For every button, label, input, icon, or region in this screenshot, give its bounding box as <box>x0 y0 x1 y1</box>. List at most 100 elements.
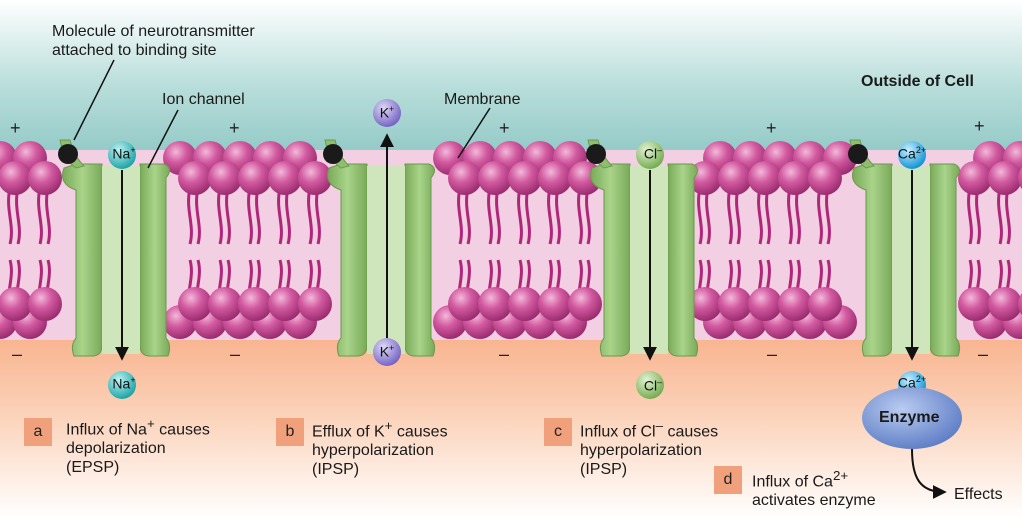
panel-b-badge: b <box>276 418 304 446</box>
lipid-head <box>508 287 542 321</box>
cl-ion-outside <box>636 141 664 169</box>
channel-subunit-left <box>327 163 368 357</box>
lipid-head <box>748 287 782 321</box>
panel-c-line2: hyperpolarization <box>580 442 702 460</box>
lipid-head <box>448 161 482 195</box>
neurotransmitter-molecule <box>586 144 606 164</box>
k-ion-inside-label: K+ <box>379 343 395 360</box>
ion-channel-label: Ion channel <box>162 91 245 108</box>
molecule-label-line1: Molecule of neurotransmitter <box>52 23 255 40</box>
outside-of-cell-label: Outside of Cell <box>861 73 974 90</box>
plus-sign: + <box>974 116 985 136</box>
minus-sign: – <box>978 344 989 364</box>
neurotransmitter-molecule <box>58 144 78 164</box>
cl-ion-inside <box>636 371 664 399</box>
effects-label: Effects <box>954 486 1003 503</box>
ca-ion-inside-label: Ca2+ <box>897 374 927 391</box>
ca-ion-outside-label: Ca2+ <box>897 145 927 162</box>
ca-ion-outside <box>898 141 926 169</box>
lipid-head <box>0 287 32 321</box>
minus-sign: – <box>767 344 778 364</box>
lipid-head <box>28 161 62 195</box>
panel-a-line3: (EPSP) <box>66 459 120 477</box>
minus-sign: – <box>230 344 241 364</box>
panel-b-line1: Efflux of K+ causes <box>312 418 448 441</box>
channel-subunit-right <box>139 163 171 357</box>
lipid-head <box>178 161 212 195</box>
lipid-head <box>808 287 842 321</box>
channel-subunit-right <box>929 163 961 357</box>
enzyme <box>862 387 962 449</box>
panel-a-caption: Influx of Na+ causes depolarization (EPS… <box>66 414 210 477</box>
na-ion-inside-label: Na+ <box>112 375 136 392</box>
ion-channel-cl <box>586 139 699 399</box>
minus-sign: – <box>499 344 510 364</box>
leader-lines <box>73 59 491 169</box>
na-ion-inside <box>108 371 136 399</box>
ion-channels <box>58 99 961 399</box>
panel-a-badge: a <box>24 418 52 446</box>
membrane-label: Membrane <box>444 91 521 108</box>
panel-c-badge: c <box>544 418 572 446</box>
panel-b-line3: (IPSP) <box>312 461 360 479</box>
enzyme-label: Enzyme <box>879 409 940 426</box>
lipid-head <box>208 287 242 321</box>
lipid-head <box>508 161 542 195</box>
lipid-head <box>958 287 992 321</box>
lipid-head <box>1018 167 1022 189</box>
lipid-head <box>778 287 812 321</box>
lipid-head <box>268 161 302 195</box>
plus-sign: + <box>499 118 510 138</box>
neurotransmitter-molecule <box>323 144 343 164</box>
plus-sign: + <box>766 118 777 138</box>
lipid-head <box>28 287 62 321</box>
lipid-head <box>268 287 302 321</box>
lipid-head <box>238 161 272 195</box>
panel-d-line2: activates enzyme <box>752 492 876 510</box>
na-ion-outside-label: Na+ <box>112 145 136 162</box>
neurotransmitter-molecule <box>848 144 868 164</box>
channel-subunit-left <box>852 163 893 357</box>
panel-b-caption: Efflux of K+ causes hyperpolarization (I… <box>312 416 448 479</box>
cl-ion-inside-label: Cl– <box>643 377 663 394</box>
channel-subunit-left <box>590 163 631 357</box>
minus-sign: – <box>12 344 23 364</box>
panel-d-caption: Influx of Ca2+ activates enzyme <box>752 466 876 510</box>
panel-d-badge: d <box>714 466 742 494</box>
lipid-head <box>298 161 332 195</box>
lipid-head <box>238 287 272 321</box>
plus-sign: + <box>229 118 240 138</box>
panel-a-line1: Influx of Na+ causes <box>66 416 210 439</box>
k-ion-outside-label: K+ <box>379 104 395 121</box>
channel-subunit-left <box>62 163 103 357</box>
k-ion-inside <box>373 338 401 366</box>
na-ion-outside <box>108 141 136 169</box>
lipid-head <box>688 287 722 321</box>
lipid-head <box>298 287 332 321</box>
lipid-head <box>718 287 752 321</box>
panel-c-caption: Influx of Cl– causes hyperpolarization (… <box>580 416 718 479</box>
molecule-label-line2: attached to binding site <box>52 42 217 59</box>
ion-channel-k <box>323 99 436 366</box>
lipid-head <box>208 161 242 195</box>
lipid-head <box>748 161 782 195</box>
lipid-head <box>478 287 512 321</box>
lipid-head <box>538 287 572 321</box>
lipid-head <box>478 161 512 195</box>
panel-d-line1: Influx of Ca2+ <box>752 468 849 491</box>
lipid-head <box>718 161 752 195</box>
panel-c-line3: (IPSP) <box>580 461 628 479</box>
channel-subunit-right <box>667 163 699 357</box>
lipid-head <box>0 161 32 195</box>
lipid-head <box>568 287 602 321</box>
plus-sign: + <box>10 118 21 138</box>
channel-subunit-right <box>404 163 436 357</box>
lipid-head <box>538 161 572 195</box>
lipid-head <box>448 287 482 321</box>
lipid-head <box>988 287 1022 321</box>
panel-c-line1: Influx of Cl– causes <box>580 418 719 441</box>
lipid-head <box>178 287 212 321</box>
lipid-head <box>988 161 1022 195</box>
